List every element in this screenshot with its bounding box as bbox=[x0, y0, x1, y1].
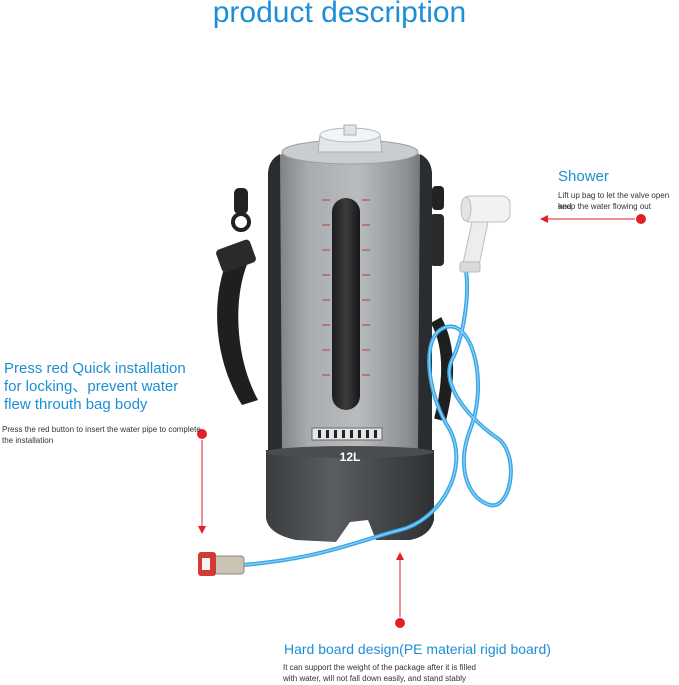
quick-install-desc-1: Press the red button to insert the water… bbox=[2, 425, 201, 434]
page-title: product description bbox=[212, 0, 467, 29]
quick-install-title-3: flew throuth bag body bbox=[4, 396, 148, 413]
board-desc-1: It can support the weight of the package… bbox=[283, 663, 476, 672]
board-title: Hard board design(PE material rigid boar… bbox=[284, 641, 551, 657]
shower-desc-1: Lift up bag to let the valve open and bbox=[558, 191, 670, 211]
quick-install-desc-2: the installation bbox=[2, 436, 54, 445]
shower-title: Shower bbox=[558, 168, 609, 185]
board-desc-2: with water, will not fall down easily, a… bbox=[283, 674, 467, 683]
quick-install-title-2: for locking、prevent water bbox=[4, 378, 179, 395]
shower-callout: Shower bbox=[558, 168, 609, 186]
shower-desc-2: keep the water flowing out bbox=[558, 202, 651, 211]
quick-install-title-1: Press red Quick installation bbox=[4, 360, 186, 377]
capacity-label: 12L bbox=[339, 450, 361, 464]
